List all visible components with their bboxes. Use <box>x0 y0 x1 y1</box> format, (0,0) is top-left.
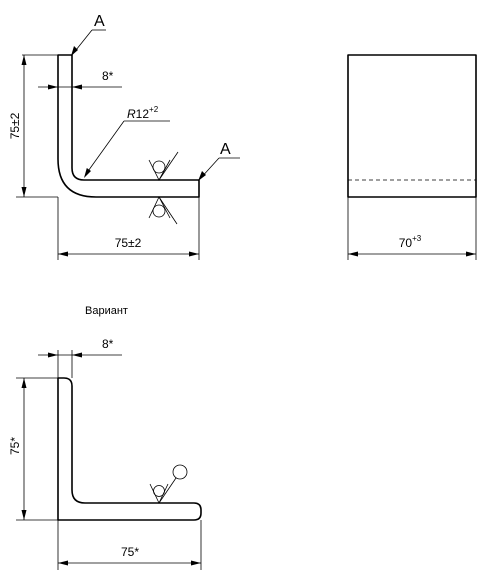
main-view: 75±2 8* 75±2 R12+2 <box>8 13 240 260</box>
side-width-label: 70+3 <box>399 234 422 250</box>
section-mark-right: A <box>198 141 240 181</box>
weld-symbol-bottom <box>148 196 178 225</box>
weld-symbol-top <box>148 151 179 181</box>
side-view: 70+3 <box>347 54 477 260</box>
width-dimension: 75±2 <box>58 236 199 257</box>
radius-callout: R12+2 <box>84 105 170 178</box>
variant-thickness-label: 8* <box>102 337 114 351</box>
variant-thickness-dimension: 8* <box>38 337 122 358</box>
variant-weld-symbol <box>149 464 188 504</box>
thickness-label: 8* <box>102 69 114 83</box>
variant-width-label: 75* <box>121 545 139 559</box>
height-label: 75±2 <box>8 112 22 139</box>
variant-width-dimension: 75* <box>58 545 201 566</box>
radius-label: R12+2 <box>127 105 159 121</box>
variant-title: Вариант <box>85 305 128 317</box>
section-letter-top: A <box>94 13 105 30</box>
angle-profile <box>57 54 200 198</box>
variant-view: Вариант 8* 75* 75* <box>8 305 202 570</box>
side-rectangle <box>347 54 477 198</box>
section-letter-right: A <box>220 141 231 158</box>
variant-height-dimension: 75* <box>8 378 27 520</box>
width-label: 75±2 <box>115 236 142 250</box>
variant-height-label: 75* <box>8 437 22 455</box>
variant-angle-profile <box>57 377 202 521</box>
side-width-dimension: 70+3 <box>348 234 476 257</box>
section-mark-top: A <box>71 13 106 56</box>
thickness-dimension: 8* <box>38 69 122 90</box>
height-dimension: 75±2 <box>8 55 27 197</box>
